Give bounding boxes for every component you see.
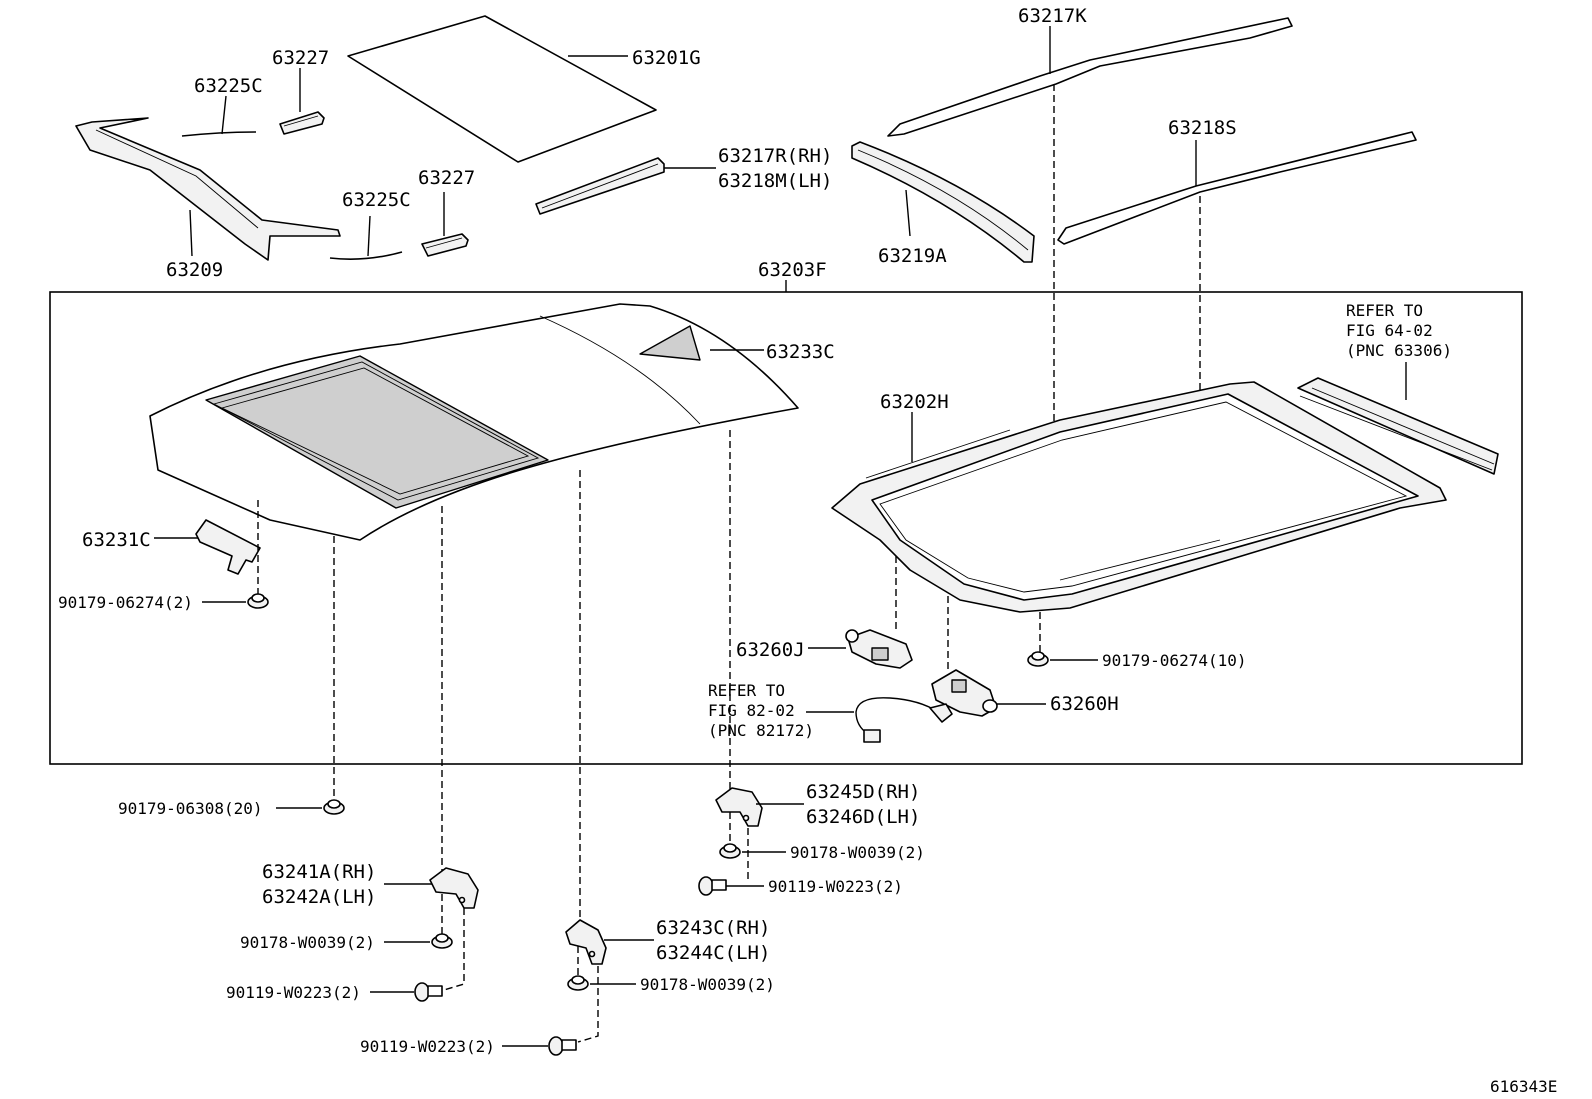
part-63201G-roof-panel[interactable] (347, 15, 657, 163)
wire-harness[interactable] (855, 697, 953, 743)
refer-note-2-line1[interactable]: REFER TO (708, 681, 785, 700)
part-63260H-motor[interactable] (931, 669, 998, 717)
nut-90178-W0039-center[interactable] (567, 975, 589, 991)
nut-90179-06308[interactable] (323, 799, 345, 815)
part-63225C-seal-upper[interactable] (181, 131, 257, 137)
label-63231C: 63231C (82, 529, 151, 551)
label-63245D: 63245D(RH) (806, 781, 920, 803)
part-63227-clip-upper[interactable] (279, 111, 325, 135)
label-63219A: 63219A (878, 245, 947, 267)
label-63243C: 63243C(RH) (656, 917, 770, 939)
label-90179-06274-10: 90179-06274(10) (1102, 651, 1247, 670)
part-63227-clip-lower[interactable] (421, 233, 469, 257)
label-63201G: 63201G (632, 47, 701, 69)
assembly-63203F-frame (49, 291, 1523, 765)
label-63244C: 63244C(LH) (656, 942, 770, 964)
label-63203F: 63203F (758, 259, 827, 281)
part-63219A-deflector[interactable] (851, 141, 1035, 263)
part-63209-side-rail[interactable] (75, 117, 341, 261)
figure-id: 616343E (1490, 1077, 1557, 1096)
part-63241A-63242A-cover[interactable] (429, 867, 479, 909)
part-63202H-sunroof-frame[interactable] (831, 377, 1499, 613)
label-63217R: 63217R(RH) (718, 145, 832, 167)
label-63209: 63209 (166, 259, 223, 281)
label-63218S: 63218S (1168, 117, 1237, 139)
refer-note-1-line2[interactable]: FIG 64-02 (1346, 321, 1433, 340)
label-63217K: 63217K (1018, 5, 1087, 27)
label-90179-06308: 90179-06308(20) (118, 799, 263, 818)
nut-90178-W0039-left[interactable] (431, 933, 453, 949)
label-63260J: 63260J (736, 639, 805, 661)
refer-note-2-line2[interactable]: FIG 82-02 (708, 701, 795, 720)
screw-90119-W0223-center[interactable] (548, 1036, 577, 1056)
nut-90179-06274-right[interactable] (1027, 651, 1049, 667)
label-63227-upper: 63227 (272, 47, 329, 69)
part-63231C-bracket[interactable] (195, 519, 261, 575)
nut-90179-06274-left[interactable] (247, 593, 269, 609)
label-63246D: 63246D(LH) (806, 806, 920, 828)
label-90119-W0223-left: 90119-W0223(2) (226, 983, 361, 1002)
refer-note-1-line3[interactable]: (PNC 63306) (1346, 341, 1452, 360)
screw-90119-W0223-left[interactable] (414, 982, 443, 1002)
label-90178-W0039-left: 90178-W0039(2) (240, 933, 375, 952)
label-63227-lower: 63227 (418, 167, 475, 189)
label-63202H: 63202H (880, 391, 949, 413)
part-63233C-headliner[interactable] (149, 303, 799, 541)
label-63218M: 63218M(LH) (718, 170, 832, 192)
part-63260J-motor[interactable] (845, 629, 913, 669)
part-63245D-63246D-cover[interactable] (715, 787, 763, 827)
label-90119-W0223-upper: 90119-W0223(2) (768, 877, 903, 896)
label-90179-06274-2: 90179-06274(2) (58, 593, 193, 612)
label-90178-W0039-center: 90178-W0039(2) (640, 975, 775, 994)
part-63217R-63218M-strip[interactable] (535, 157, 665, 215)
screw-90119-W0223-upper[interactable] (698, 876, 727, 896)
part-63243C-63244C-cover[interactable] (565, 919, 607, 965)
label-63241A: 63241A(RH) (262, 861, 376, 883)
refer-note-1-line1[interactable]: REFER TO (1346, 301, 1423, 320)
part-63225C-seal-lower[interactable] (329, 251, 403, 260)
label-63225C-lower: 63225C (342, 189, 411, 211)
label-63233C: 63233C (766, 341, 835, 363)
part-63218S-weatherstrip[interactable] (1057, 131, 1417, 245)
label-90178-W0039-upper: 90178-W0039(2) (790, 843, 925, 862)
nut-90178-W0039-upper[interactable] (719, 843, 741, 859)
refer-note-2-line3[interactable]: (PNC 82172) (708, 721, 814, 740)
part-63217K-weatherstrip[interactable] (887, 17, 1293, 137)
label-63260H: 63260H (1050, 693, 1119, 715)
label-63225C-upper: 63225C (194, 75, 263, 97)
label-90119-W0223-center: 90119-W0223(2) (360, 1037, 495, 1056)
label-63242A: 63242A(LH) (262, 886, 376, 908)
